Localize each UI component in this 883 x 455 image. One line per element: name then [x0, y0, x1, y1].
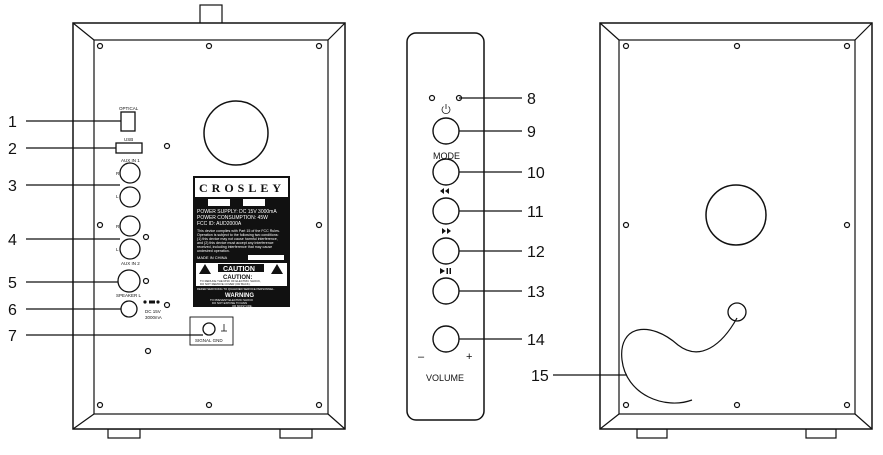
callout-7: 7 — [8, 328, 17, 345]
callout-8: 8 — [527, 91, 536, 108]
aux1-l-label: L — [116, 194, 119, 199]
volume-knob[interactable] — [432, 325, 460, 353]
optical-label: OPTICAL — [119, 106, 139, 111]
dc-rating-line2: 3000mA — [145, 315, 162, 320]
previous-icon — [440, 188, 449, 194]
volume-label: VOLUME — [426, 373, 464, 383]
aux-in-2-l-jack[interactable] — [119, 238, 141, 260]
aux-in-2-label: AUX IN 2 — [121, 261, 140, 266]
mode-button[interactable] — [432, 158, 460, 186]
callout-12: 12 — [527, 244, 545, 261]
optical-port[interactable] — [120, 111, 136, 132]
satellite-panel: 15 — [531, 22, 873, 439]
dc-rating-line1: DC 15V — [145, 309, 161, 314]
aux1-r-label: R — [116, 171, 120, 176]
warning-title: WARNING — [225, 293, 254, 299]
svg-text:DO NOT EXPOSE TO RAIN: DO NOT EXPOSE TO RAIN — [212, 301, 247, 305]
dc-polarity-icon — [143, 300, 160, 304]
svg-text:This device complies with Part: This device complies with Part 15 of the… — [197, 229, 280, 233]
svg-text:MADE IN CHINA: MADE IN CHINA — [197, 255, 228, 260]
previous-button[interactable] — [432, 197, 460, 225]
svg-text:and (2) this device must accep: and (2) this device must accept any inte… — [197, 241, 274, 245]
callout-4: 4 — [8, 232, 17, 249]
callout-6: 6 — [8, 302, 17, 319]
aux-in-2-r-jack[interactable] — [119, 215, 141, 237]
callout-14: 14 — [527, 332, 545, 349]
callout-1: 1 — [8, 114, 17, 131]
usb-port[interactable] — [115, 142, 143, 154]
dc-in-jack[interactable] — [120, 300, 138, 318]
cable-grommet — [727, 302, 747, 322]
side-panel: MODE – + VOLUME — [406, 32, 545, 421]
power-icon — [441, 104, 451, 115]
caution-badge: CAUTION — [223, 266, 255, 273]
svg-text:REFER SERVICING TO QUALIFIED S: REFER SERVICING TO QUALIFIED SERVICE PER… — [197, 287, 275, 291]
aux2-l-label: L — [116, 247, 119, 252]
callout-2: 2 — [8, 141, 17, 158]
next-button[interactable] — [432, 237, 460, 265]
callout-3: 3 — [8, 178, 17, 195]
back-panel: OPTICAL USB AUX IN 1 R L R L AUX IN 2 SP… — [8, 4, 346, 439]
aux2-r-label: R — [116, 224, 120, 229]
callout-5: 5 — [8, 275, 17, 292]
caution-title: CAUTION: — [223, 275, 252, 281]
svg-text:DO NOT REMOVE COVER (OR BACK).: DO NOT REMOVE COVER (OR BACK). — [200, 282, 251, 286]
svg-text:received, including interferen: received, including interference that ma… — [197, 245, 272, 249]
aux-in-1-l-jack[interactable] — [119, 186, 141, 208]
callout-10: 10 — [527, 165, 545, 182]
svg-text:TO PREVENT ELECTRIC SHOCK: TO PREVENT ELECTRIC SHOCK — [210, 298, 253, 302]
warning-triangle-icon — [199, 264, 283, 274]
signal-gnd-label: SIGNAL GND — [195, 338, 223, 343]
aux-in-1-r-jack[interactable] — [119, 162, 141, 184]
callout-9: 9 — [527, 124, 536, 141]
callout-15: 15 — [531, 368, 549, 385]
mode-label: MODE — [433, 151, 460, 161]
callout-13: 13 — [527, 284, 545, 301]
volume-plus-label: + — [466, 351, 472, 363]
svg-text:POWER CONSUMPTION: 45W: POWER CONSUMPTION: 45W — [197, 215, 268, 221]
ground-icon — [221, 324, 227, 332]
satellite-bass-port — [705, 184, 767, 246]
svg-text:undesired operation.: undesired operation. — [197, 249, 230, 253]
speaker-cable — [621, 317, 738, 404]
signal-gnd-terminal[interactable] — [202, 322, 216, 336]
svg-text:POWER SUPPLY: DC 15V 3000mA: POWER SUPPLY: DC 15V 3000mA — [197, 209, 277, 215]
play-pause-icon — [440, 268, 451, 274]
speaker-l-label: SPEAKER L — [116, 293, 142, 298]
power-button[interactable] — [432, 117, 460, 145]
svg-text:Operation is subject to the fo: Operation is subject to the following tw… — [197, 233, 279, 237]
label-plate: CROSLEY POWER SUPPLY: DC 15V 3000mA POWE… — [193, 176, 290, 308]
svg-text:TO REDUCE THE RISK OF ELECTRIC: TO REDUCE THE RISK OF ELECTRIC SHOCK, — [200, 279, 261, 283]
volume-minus-label: – — [418, 351, 425, 363]
brand-logo: CROSLEY — [199, 181, 285, 195]
play-pause-button[interactable] — [432, 277, 460, 305]
aux-in-1-label: AUX IN 1 — [121, 158, 140, 163]
usb-label: USB — [124, 137, 133, 142]
speaker-l-terminal[interactable] — [117, 269, 141, 293]
svg-text:FCC ID: AUD2000A: FCC ID: AUD2000A — [197, 221, 242, 227]
ir-sensor — [428, 94, 436, 102]
next-icon — [442, 228, 451, 234]
bass-port — [203, 100, 269, 166]
svg-text:OR MOISTURE.: OR MOISTURE. — [232, 304, 253, 308]
svg-text:(1) this device may not cause: (1) this device may not cause harmful in… — [197, 237, 278, 241]
callout-11: 11 — [527, 204, 544, 221]
